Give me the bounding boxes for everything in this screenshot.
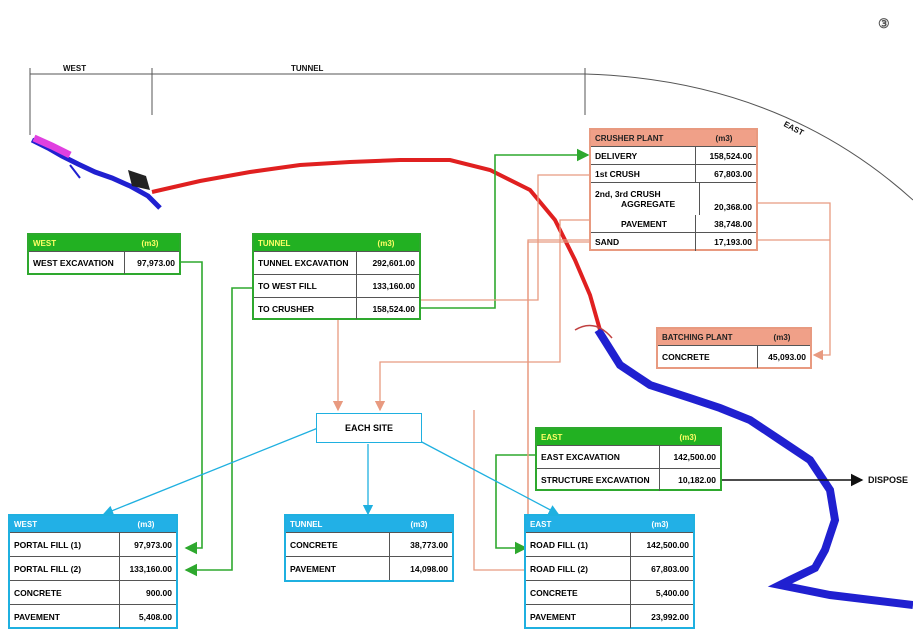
page-number: ③	[878, 16, 890, 31]
table-unit: (m3)	[679, 432, 697, 442]
row-value: 20,368.00	[714, 202, 752, 212]
row-value: 14,098.00	[410, 563, 448, 574]
dispose-label: DISPOSE	[868, 475, 909, 485]
table-unit: (m3)	[410, 519, 428, 529]
row-label: CONCRETE	[286, 533, 390, 556]
row-value: 142,500.00	[673, 452, 716, 462]
row-label: PAVEMENT	[10, 605, 120, 628]
row-value: 142,500.00	[646, 539, 689, 550]
table-unit: (m3)	[141, 238, 159, 248]
tunnel-route	[151, 158, 602, 331]
row-value: 17,193.00	[714, 237, 752, 247]
row-value: 5,400.00	[655, 587, 689, 598]
row-label: ROAD FILL (2)	[526, 557, 631, 580]
row-label-line1: 2nd, 3rd CRUSH	[595, 189, 661, 199]
row-label: PORTAL FILL (2)	[10, 557, 120, 580]
row-label: SAND	[591, 233, 696, 251]
span-dimension-lines	[29, 68, 913, 201]
batching-plant-table: BATCHING PLANT (m3) CONCRETE 45,093.00	[656, 327, 812, 369]
table-unit: (m3)	[715, 133, 733, 143]
table-unit: (m3)	[137, 519, 155, 529]
row-value: 38,773.00	[410, 539, 448, 550]
tunnel-source-table: TUNNEL (m3) TUNNEL EXCAVATION 292,601.00 T…	[252, 233, 421, 320]
row-value: 158,524.00	[709, 150, 752, 161]
row-value: 158,524.00	[372, 303, 415, 314]
row-label-line2: AGGREGATE	[621, 199, 676, 209]
row-label: TO WEST FILL	[254, 275, 357, 297]
table-title: TUNNEL	[290, 519, 323, 529]
row-label: TO CRUSHER	[254, 298, 357, 319]
east-route	[594, 327, 913, 609]
row-label: PAVEMENT	[591, 215, 696, 232]
row-label: 1st CRUSH	[591, 165, 696, 182]
cyan-flows	[102, 427, 560, 516]
row-label: EAST EXCAVATION	[537, 446, 660, 468]
table-unit: (m3)	[773, 332, 791, 342]
table-title: WEST	[14, 519, 38, 529]
row-label: PORTAL FILL (1)	[10, 533, 120, 556]
west-portal-road	[30, 134, 162, 210]
row-label: CONCRETE	[10, 581, 120, 604]
table-unit: (m3)	[377, 238, 395, 248]
row-value: 97,973.00	[137, 258, 175, 268]
row-value: 38,748.00	[714, 218, 752, 229]
west-site-table: WEST (m3) PORTAL FILL (1) 97,973.00 PORTAL…	[8, 514, 178, 629]
row-value: 67,803.00	[651, 563, 689, 574]
row-label: PAVEMENT	[286, 557, 390, 580]
span-label-west: WEST	[63, 64, 87, 73]
table-title: WEST	[33, 238, 57, 248]
row-label: CONCRETE	[526, 581, 631, 604]
table-title: EAST	[530, 519, 552, 529]
row-value: 45,093.00	[768, 352, 806, 362]
row-value: 292,601.00	[372, 258, 415, 268]
row-label: DELIVERY	[591, 147, 696, 164]
green-flows	[180, 148, 590, 577]
row-label: PAVEMENT	[526, 605, 631, 628]
east-site-table: EAST (m3) ROAD FILL (1) 142,500.00 ROAD FI…	[524, 514, 695, 629]
table-title: BATCHING PLANT	[662, 332, 733, 342]
row-value: 67,803.00	[714, 168, 752, 179]
span-label-tunnel: TUNNEL	[291, 64, 324, 73]
row-label: STRUCTURE EXCAVATION	[537, 469, 660, 491]
row-value: 5,408.00	[138, 611, 172, 622]
tunnel-site-table: TUNNEL (m3) CONCRETE 38,773.00 PAVEMENT 14,…	[284, 514, 454, 582]
row-label: ROAD FILL (1)	[526, 533, 631, 556]
crusher-plant-table: CRUSHER PLANT (m3) DELIVERY 158,524.00 1st…	[589, 128, 758, 251]
west-source-table: WEST (m3) WEST EXCAVATION 97,973.00	[27, 233, 181, 275]
east-source-table: EAST (m3) EAST EXCAVATION 142,500.00 STRUC…	[535, 427, 722, 491]
table-title: TUNNEL	[258, 238, 291, 248]
row-label: 2nd, 3rd CRUSH AGGREGATE	[591, 183, 700, 215]
row-value: 133,160.00	[129, 563, 172, 574]
row-value: 23,992.00	[651, 611, 689, 622]
table-unit: (m3)	[651, 519, 669, 529]
row-value: 133,160.00	[372, 281, 415, 291]
table-title: EAST	[541, 432, 563, 442]
row-label: TUNNEL EXCAVATION	[254, 252, 357, 274]
row-value: 900.00	[146, 587, 172, 598]
row-label: CONCRETE	[658, 346, 758, 368]
row-label: WEST EXCAVATION	[29, 252, 125, 274]
table-title: CRUSHER PLANT	[595, 133, 664, 143]
row-value: 97,973.00	[134, 539, 172, 550]
row-value: 10,182.00	[678, 475, 716, 485]
each-site-box: EACH SITE	[316, 413, 422, 443]
